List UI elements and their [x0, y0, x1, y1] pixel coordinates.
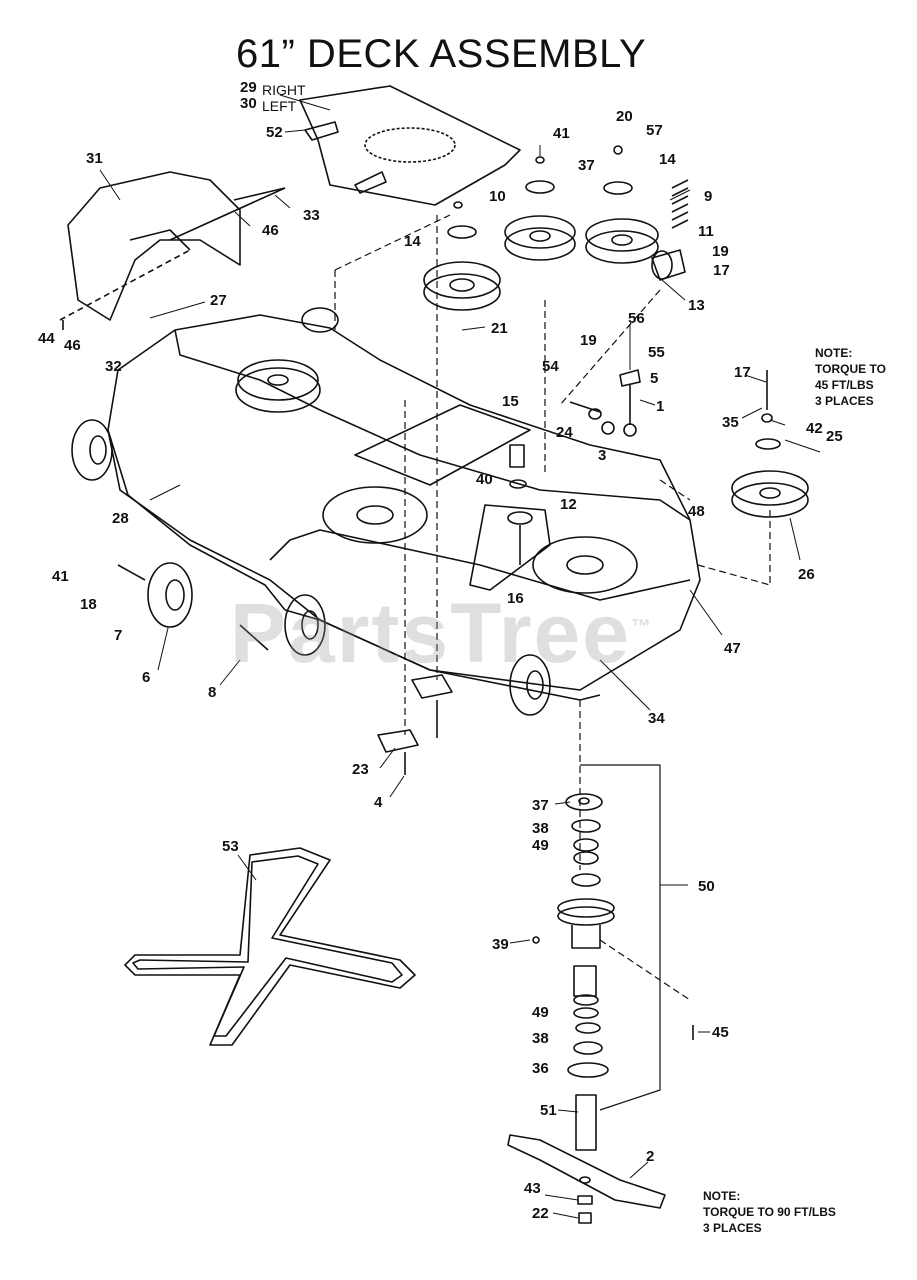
callout-49b: 49	[532, 1004, 549, 1021]
callout-12: 12	[560, 496, 577, 513]
callout-19a: 19	[712, 243, 729, 260]
callout-28: 28	[112, 510, 129, 527]
callout-7: 7	[114, 627, 123, 644]
blade-2	[507, 1134, 666, 1209]
deck-housing	[107, 314, 701, 691]
callout-40: 40	[476, 471, 493, 488]
callout-29: 29	[240, 79, 257, 96]
callout-56: 56	[628, 310, 645, 327]
plate-23a	[411, 674, 453, 699]
callout-37a: 37	[578, 157, 595, 174]
callout-16: 16	[507, 590, 524, 607]
diagram-title: 61” DECK ASSEMBLY	[236, 32, 647, 76]
callout-38b: 38	[532, 1030, 549, 1047]
callout-13: 13	[688, 297, 705, 314]
belt-53	[124, 847, 416, 1046]
callout-23: 23	[352, 761, 369, 778]
wheel-front-mid	[284, 594, 326, 656]
spindle-assembly	[557, 793, 615, 1151]
callout-5: 5	[650, 370, 659, 387]
callout-46a: 46	[262, 222, 279, 239]
callout-1: 1	[656, 398, 665, 415]
callout-31: 31	[86, 150, 103, 167]
callout-51: 51	[540, 1102, 557, 1119]
side-plate	[299, 85, 521, 206]
callout-45: 45	[712, 1024, 729, 1041]
callout-21: 21	[491, 320, 508, 337]
callout-18: 18	[80, 596, 97, 613]
callout-20: 20	[616, 108, 633, 125]
callout-49a: 49	[532, 837, 549, 854]
callout-46b: 46	[64, 337, 81, 354]
callout-6: 6	[142, 669, 151, 686]
callout-9: 9	[704, 188, 713, 205]
callout-26: 26	[798, 566, 815, 583]
callout-19b: 19	[580, 332, 597, 349]
deck-cover-plate	[354, 404, 531, 486]
callout-22: 22	[532, 1205, 549, 1222]
callout-41b: 41	[52, 568, 69, 585]
callout-53: 53	[222, 838, 239, 855]
callout-30: 30	[240, 95, 257, 112]
callout-43: 43	[524, 1180, 541, 1197]
idler-pulley-14	[423, 201, 501, 311]
callout-11: 11	[698, 223, 714, 240]
callout-42: 42	[806, 420, 823, 437]
callout-14a: 14	[404, 233, 421, 250]
callout-36: 36	[532, 1060, 549, 1077]
callout-44: 44	[38, 330, 55, 347]
callout-32: 32	[105, 358, 122, 375]
pulley-26	[731, 370, 809, 518]
callout-57: 57	[646, 122, 663, 139]
callout-55: 55	[648, 344, 665, 361]
handle-52b	[354, 171, 387, 194]
callout-52: 52	[266, 124, 283, 141]
callout-10: 10	[489, 188, 506, 205]
callout-47: 47	[724, 640, 741, 657]
discharge-chute	[67, 171, 241, 321]
plate-23b	[377, 729, 419, 753]
callout-24: 24	[556, 424, 573, 441]
idler-arm	[651, 249, 686, 281]
wheel-front-left	[71, 419, 113, 481]
callout-38a: 38	[532, 820, 549, 837]
callout-37b: 37	[532, 797, 549, 814]
handle-52a	[304, 121, 339, 141]
callout-39: 39	[492, 936, 509, 953]
pulley-14-right	[585, 145, 659, 264]
label-left: LEFT	[262, 98, 297, 114]
wheel-front-right	[509, 654, 551, 716]
callout-14b: 14	[659, 151, 676, 168]
callout-50: 50	[698, 878, 715, 895]
callout-41a: 41	[553, 125, 570, 142]
callout-8: 8	[208, 684, 217, 701]
label-right: RIGHT	[262, 82, 306, 98]
callout-35: 35	[722, 414, 739, 431]
callout-17a: 17	[713, 262, 730, 279]
callout-33: 33	[303, 207, 320, 224]
callout-27: 27	[210, 292, 227, 309]
callout-2: 2	[646, 1148, 655, 1165]
callout-54: 54	[542, 358, 559, 375]
callout-48: 48	[688, 503, 705, 520]
watermark: PartsTree™	[230, 586, 653, 680]
callout-25: 25	[826, 428, 843, 445]
spring-9	[671, 179, 689, 229]
pulley-10	[504, 156, 576, 261]
callout-15: 15	[502, 393, 519, 410]
callout-34: 34	[648, 710, 665, 727]
callout-4: 4	[374, 794, 383, 811]
callout-17b: 17	[734, 364, 751, 381]
callout-3: 3	[598, 447, 607, 464]
wheel-6	[147, 562, 193, 628]
